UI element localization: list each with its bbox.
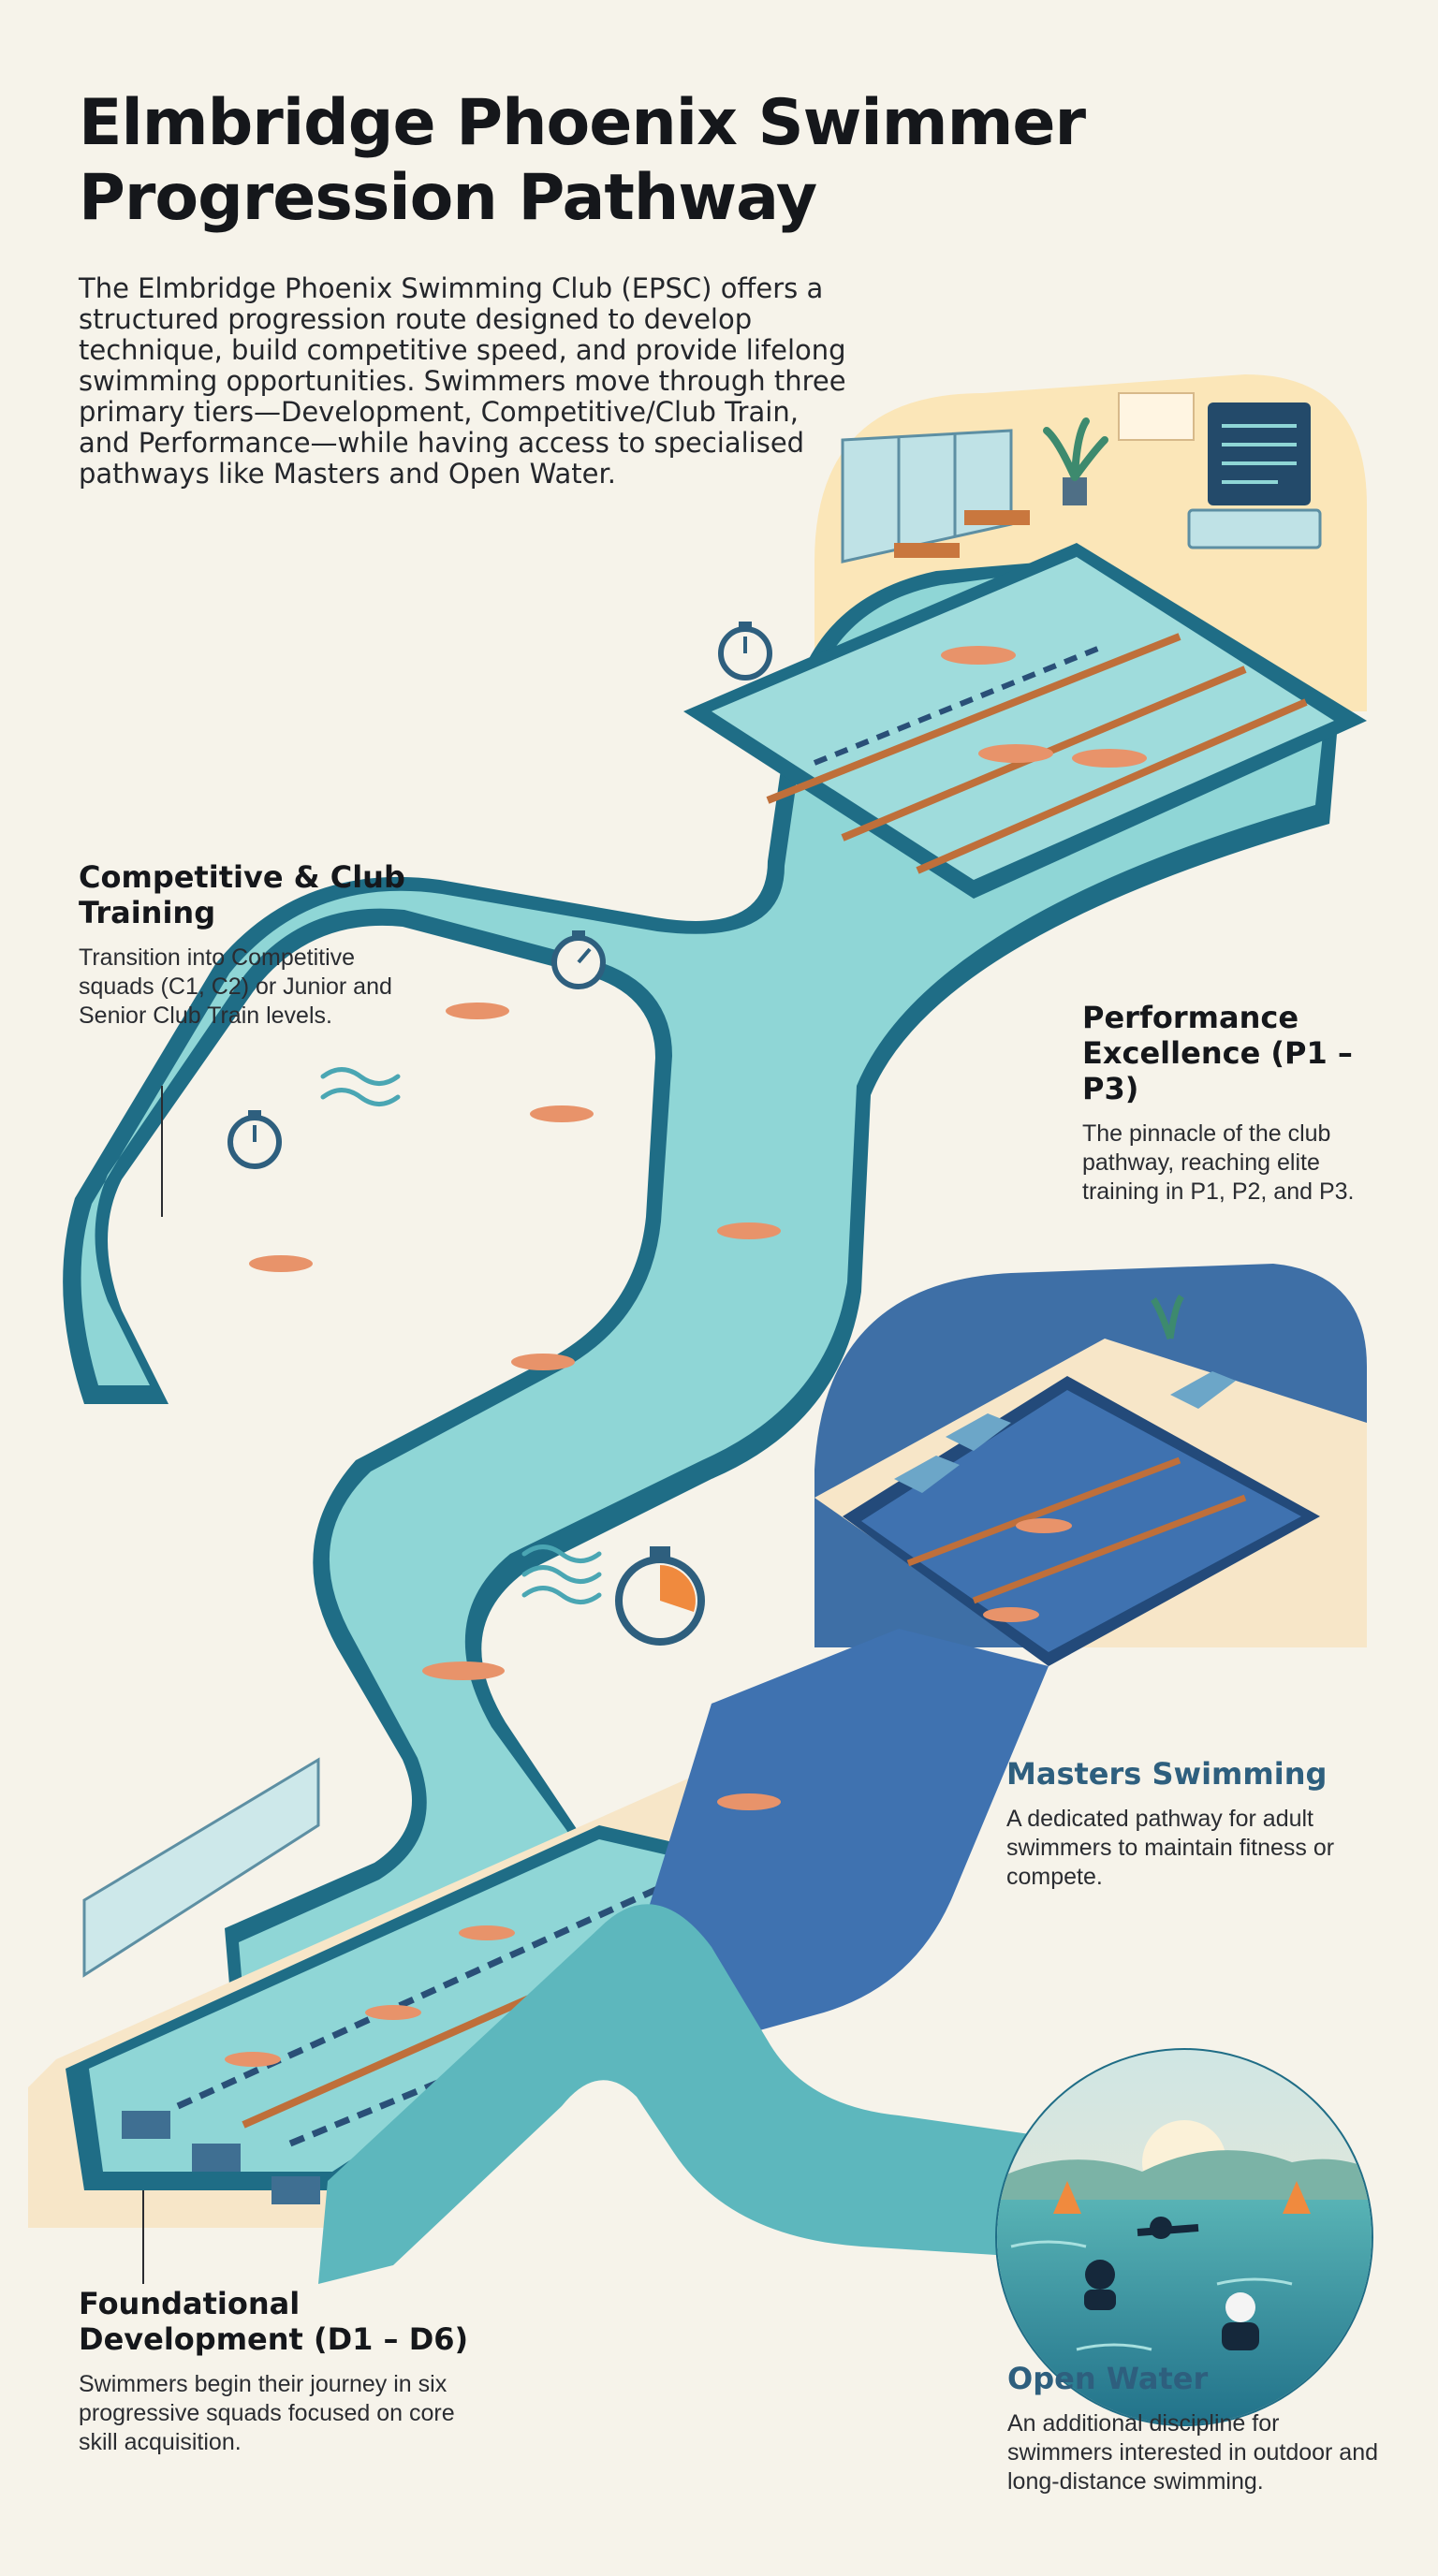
stage-performance: Performance Excellence (P1 – P3) The pin… — [1082, 1000, 1391, 1207]
leader-line — [142, 2190, 144, 2284]
plant-icon — [1151, 1294, 1184, 1340]
masters-pool — [637, 1264, 1367, 2059]
stage-description: Swimmers begin their journey in six prog… — [79, 2371, 455, 2455]
stage-description: Transition into Competitive squads (C1, … — [79, 944, 392, 1029]
stage-heading: Foundational Development (D1 – D6) — [79, 2286, 469, 2357]
swimmer-icon — [225, 646, 1147, 2067]
lounger-icon — [894, 1371, 1236, 1493]
stage-heading: Open Water — [1007, 2361, 1209, 2396]
stopwatch-icon — [615, 1546, 705, 1646]
stage-description: An additional discipline for swimmers in… — [1007, 2410, 1379, 2495]
stage-description: A dedicated pathway for adult swimmers t… — [1006, 1806, 1335, 1890]
stopwatch-icon — [551, 930, 606, 989]
stage-description: The pinnacle of the club pathway, reachi… — [1082, 1120, 1355, 1205]
stopwatch-icon — [718, 622, 772, 681]
intro-paragraph: The Elmbridge Phoenix Swimming Club (EPS… — [79, 272, 846, 490]
stage-competitive: Competitive & Club Training Transition i… — [79, 859, 416, 1031]
scoreboard-icon — [1208, 402, 1311, 505]
wave-icon — [320, 1067, 602, 1604]
stage-heading: Performance Excellence (P1 – P3) — [1082, 1000, 1353, 1106]
page-title: Elmbridge Phoenix Swimmer Progression Pa… — [79, 86, 1086, 235]
competitive-water — [81, 571, 1326, 2022]
stage-heading: Masters Swimming — [1006, 1756, 1328, 1792]
lower-channel — [318, 1904, 1030, 2284]
stage-open-water: Open Water An additional discipline for … — [1007, 2361, 1382, 2496]
stopwatch-icon — [227, 1110, 282, 1169]
buoy-icon — [1053, 2181, 1311, 2214]
plant-icon — [1043, 417, 1108, 505]
stage-masters: Masters Swimming A dedicated pathway for… — [1006, 1756, 1362, 1892]
stage-heading: Competitive & Club Training — [79, 859, 405, 930]
performance-pool — [683, 543, 1367, 899]
swimmer-icon — [1084, 2217, 1259, 2350]
stage-foundational: Foundational Development (D1 – D6) Swimm… — [79, 2286, 472, 2457]
leader-line — [161, 1086, 163, 1217]
